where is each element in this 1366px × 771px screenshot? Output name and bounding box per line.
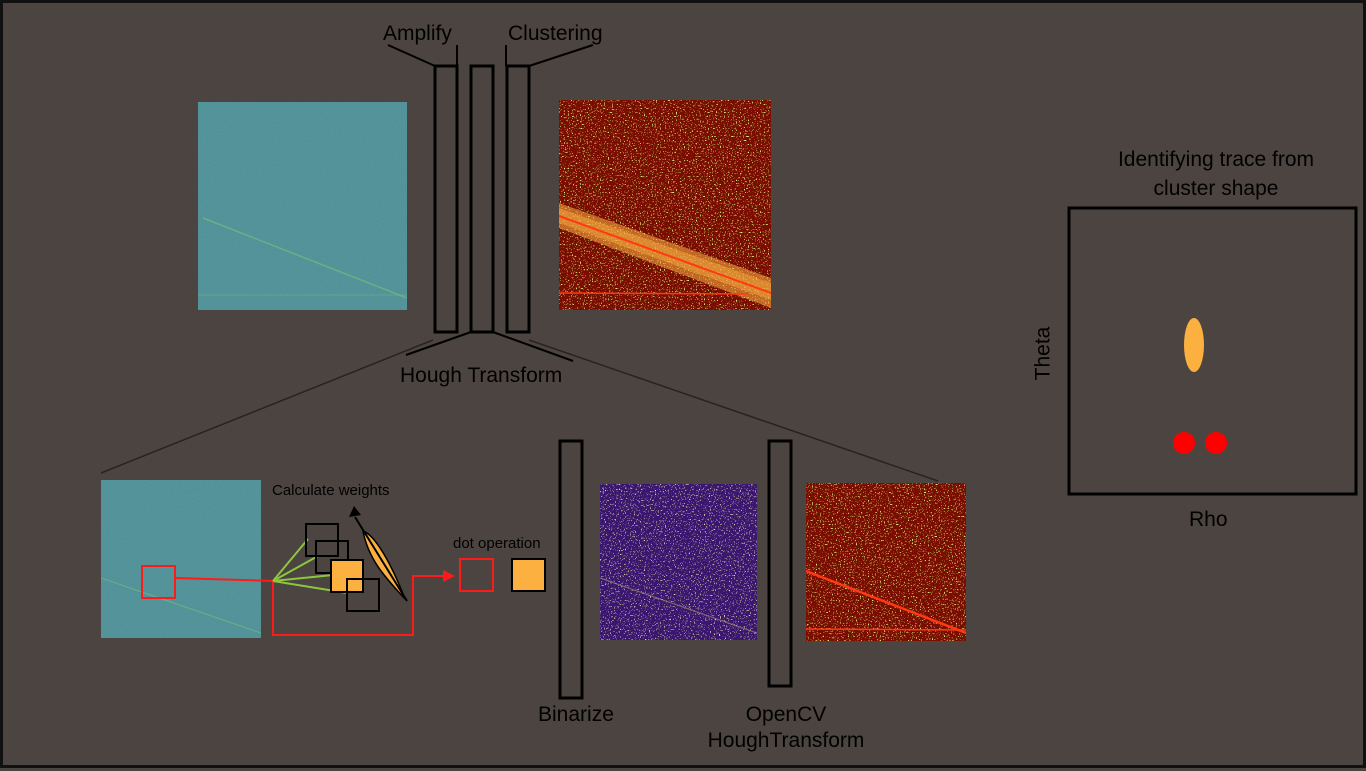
kernel-path-lower	[272, 575, 443, 636]
input-image-top	[198, 102, 407, 310]
amplify-label: Amplify	[383, 22, 452, 45]
rho-theta-panel	[1067, 206, 1358, 496]
kernel-window	[141, 565, 176, 599]
zoom-line-left	[100, 339, 434, 474]
hough-leader-left	[405, 331, 472, 356]
theta-axis-label: Theta	[1031, 326, 1055, 381]
amplify-leader	[387, 44, 436, 67]
clustering-label: Clustering	[508, 22, 603, 45]
input-image-zoomed	[101, 480, 261, 638]
hough-column	[469, 64, 495, 334]
binarized-image	[600, 484, 757, 640]
opencv-hough-image	[806, 483, 966, 641]
dot-operation-label: dot operation	[453, 535, 541, 552]
binarize-column	[558, 439, 584, 700]
rho-axis-label: Rho	[1189, 508, 1228, 531]
weight-square-3-inner	[346, 578, 364, 593]
diagram-canvas	[100, 44, 1358, 700]
identify-trace-title: Identifying trace from cluster shape	[1073, 149, 1359, 199]
binarize-label: Binarize	[538, 703, 614, 726]
amplify-column	[433, 64, 459, 334]
clustering-column	[505, 64, 531, 334]
clustering-leader	[528, 44, 594, 67]
kernel-path-arrowhead	[443, 570, 455, 582]
calculate-weights-label: Calculate weights	[272, 482, 390, 499]
identify-title-line1: Identifying trace from	[1117, 148, 1315, 171]
arrow-up-icon	[349, 506, 361, 517]
kernel-path	[174, 577, 276, 582]
identify-title-line2: cluster shape	[1153, 177, 1279, 200]
zoom-line-right	[528, 339, 939, 482]
clustered-hough-image	[559, 100, 771, 310]
opencv-label-line2: HoughTransform	[707, 729, 865, 752]
hough-leader-right	[492, 331, 574, 362]
trace-cluster	[1184, 318, 1204, 372]
arrow-up-icon-shaft	[354, 516, 408, 602]
hough-transform-label: Hough Transform	[400, 364, 563, 387]
opencv-label: OpenCV HoughTransform	[706, 704, 866, 751]
dot-operand-square	[459, 558, 494, 592]
noise-cluster-2	[1205, 432, 1227, 454]
noise-cluster-1	[1173, 432, 1195, 454]
dot-result-square	[511, 558, 546, 592]
opencv-label-line1: OpenCV	[745, 703, 827, 726]
opencv-column	[767, 439, 793, 688]
